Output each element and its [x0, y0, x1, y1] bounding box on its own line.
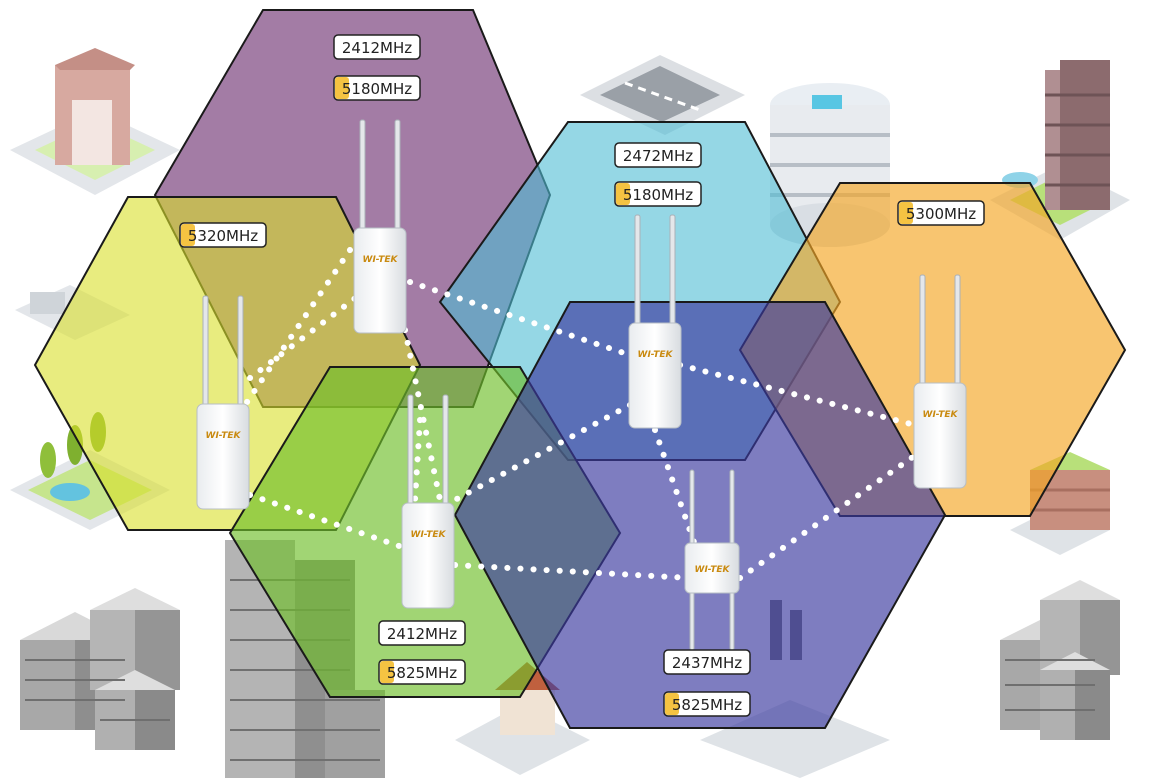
freq-label-5ghz: 5180MHz: [333, 75, 421, 101]
access-points: WI-TEK WI-TEK WI-TEK WI-TEK WI-T: [196, 119, 967, 651]
city-background: [10, 48, 1130, 778]
access-point-icon: WI-TEK: [628, 214, 682, 429]
svg-text:5180MHz: 5180MHz: [623, 186, 693, 204]
svg-text:2412MHz: 2412MHz: [342, 39, 412, 57]
svg-text:5300MHz: 5300MHz: [906, 205, 976, 223]
ap-brand-logo: WI-TEK: [923, 410, 959, 420]
access-point-icon: WI-TEK: [913, 274, 967, 489]
svg-text:2437MHz: 2437MHz: [672, 654, 742, 672]
link-yellow-green: [247, 492, 408, 551]
link-purple-yellow: [242, 247, 353, 408]
road-tile-top: [580, 55, 745, 135]
ap-brand-logo: WI-TEK: [206, 431, 242, 441]
svg-text:5180MHz: 5180MHz: [342, 80, 412, 98]
svg-text:5825MHz: 5825MHz: [387, 664, 457, 682]
ground-tile-top-left: [10, 48, 180, 195]
svg-text:5320MHz: 5320MHz: [188, 227, 258, 245]
building-icon: [20, 588, 180, 750]
link-indigo-orange: [737, 449, 923, 581]
freq-label-24ghz: 2437MHz: [663, 649, 751, 675]
ap-brand-logo: WI-TEK: [411, 530, 447, 540]
mesh-links: [242, 247, 923, 581]
svg-text:5825MHz: 5825MHz: [672, 696, 742, 714]
freq-label-5ghz: 5300MHz: [897, 200, 985, 226]
access-point-icon: WI-TEK: [196, 295, 250, 510]
svg-text:2472MHz: 2472MHz: [623, 147, 693, 165]
freq-label-24ghz: 2412MHz: [378, 620, 466, 646]
freq-label-5ghz: 5825MHz: [663, 691, 751, 717]
freq-label-5ghz: 5825MHz: [378, 659, 466, 685]
link-green-indigo-tall: [412, 417, 423, 503]
link-purple-green: [402, 327, 443, 503]
freq-label-5ghz: 5320MHz: [179, 222, 267, 248]
link-purple-cyan: [407, 279, 633, 358]
svg-text:2412MHz: 2412MHz: [387, 625, 457, 643]
frequency-labels: 2412MHz 5180MHz 2472MHz 5180MHz 5320MHz …: [179, 34, 985, 717]
access-point-icon: WI-TEK: [401, 394, 455, 609]
access-point-icon: WI-TEK: [684, 469, 740, 651]
ap-brand-logo: WI-TEK: [695, 565, 731, 575]
ap-brand-logo: WI-TEK: [638, 350, 674, 360]
access-point-icon: WI-TEK: [353, 119, 407, 334]
link-cyan-orange: [677, 362, 918, 428]
freq-label-24ghz: 2412MHz: [333, 34, 421, 60]
freq-label-5ghz: 5180MHz: [614, 181, 702, 207]
coverage-cells: [33, 9, 1127, 729]
link-green-indigo: [452, 562, 693, 581]
building-icon: [1000, 580, 1120, 740]
link-yellow-purple-upper: [247, 265, 398, 381]
ap-brand-logo: WI-TEK: [363, 255, 399, 265]
freq-label-24ghz: 2472MHz: [614, 142, 702, 168]
coverage-cell-indigo: [453, 301, 947, 729]
